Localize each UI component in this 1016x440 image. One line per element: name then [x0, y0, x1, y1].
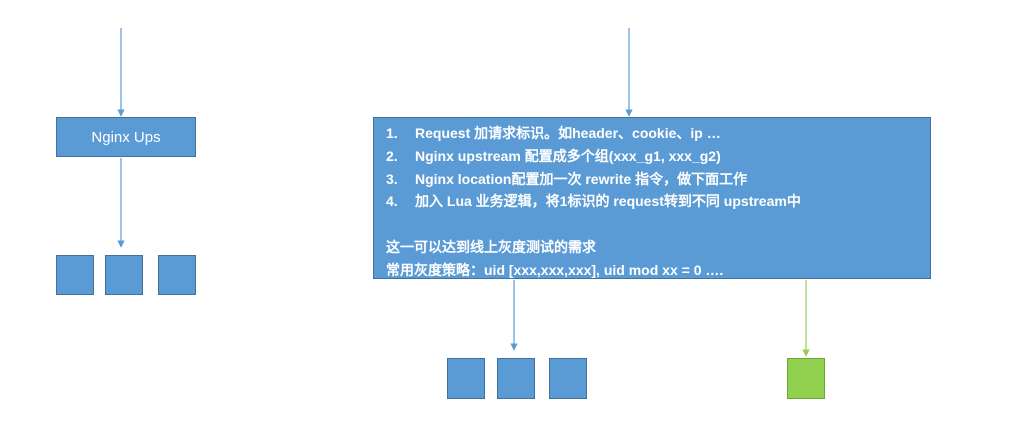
left-backend-server-1 [56, 255, 94, 295]
step-number: 4. [386, 193, 398, 210]
main-group-server-1 [447, 358, 485, 399]
left-backend-server-2 [105, 255, 143, 295]
strategy-text: 常用灰度策略：uid [xxx,xxx,xxx], uid mod xx = 0… [386, 261, 724, 278]
step-number: 1. [386, 125, 398, 141]
nginx-ups-box: Nginx Ups [56, 117, 196, 157]
step-text: Nginx upstream 配置成多个组(xxx_g1, xxx_g2) [415, 147, 721, 164]
step-item: 1. Request 加请求标识。如header、cookie、ip … [386, 122, 930, 145]
step-text: Nginx location配置加一次 rewrite 指令，做下面工作 [415, 170, 748, 187]
main-group-server-3 [549, 358, 587, 399]
gray-release-strategy-box: 1. Request 加请求标识。如header、cookie、ip … 2. … [373, 117, 931, 279]
blank-line [386, 213, 930, 236]
step-number: 3. [386, 170, 398, 187]
step-number: 2. [386, 147, 398, 164]
left-backend-server-3 [158, 255, 196, 295]
step-text: Request 加请求标识。如header、cookie、ip … [415, 125, 721, 141]
summary-text: 这一可以达到线上灰度测试的需求 [386, 238, 596, 255]
step-text: 加入 Lua 业务逻辑，将1标识的 request转到不同 upstream中 [415, 193, 801, 210]
main-group-server-2 [497, 358, 535, 399]
nginx-ups-label: Nginx Ups [91, 128, 161, 146]
step-item: 3. Nginx location配置加一次 rewrite 指令，做下面工作 [386, 168, 930, 191]
step-item: 4. 加入 Lua 业务逻辑，将1标识的 request转到不同 upstrea… [386, 190, 930, 213]
gray-group-server [787, 358, 825, 399]
step-item: 2. Nginx upstream 配置成多个组(xxx_g1, xxx_g2) [386, 145, 930, 168]
